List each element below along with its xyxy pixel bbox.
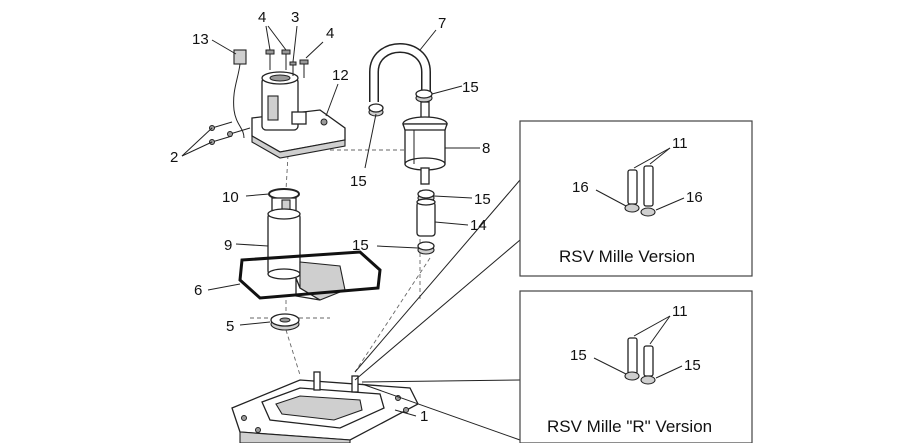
callout-16: 16 — [572, 179, 589, 196]
screws-part-2 — [209, 121, 251, 145]
hose-part-14 — [416, 198, 436, 237]
gasket-part-6 — [238, 250, 382, 300]
fuel-hose-part-7 — [369, 43, 431, 102]
version-label-mille: RSV Mille Version — [559, 247, 695, 266]
callout-15: 15 — [352, 237, 369, 254]
callout-5: 5 — [226, 318, 234, 335]
callout-14: 14 — [470, 217, 487, 234]
callout-2: 2 — [170, 149, 178, 166]
callout-leaders — [181, 25, 521, 441]
fuel-filter-part-8 — [402, 101, 448, 185]
callout-4: 4 — [326, 25, 334, 42]
callout-15: 15 — [570, 347, 587, 364]
callout-15: 15 — [684, 357, 701, 374]
callout-3: 3 — [291, 9, 299, 26]
spacer-part-5 — [270, 313, 300, 331]
callout-labels: 13 4 3 4 12 2 7 15 8 15 15 14 15 10 9 6 … — [170, 9, 712, 436]
hose-pair-icon — [624, 337, 656, 385]
version-box-mille-r — [519, 290, 753, 443]
top-flange-part-12 — [251, 71, 346, 159]
callout-15: 15 — [350, 173, 367, 190]
callout-8: 8 — [482, 140, 490, 157]
callout-16: 16 — [686, 189, 703, 206]
callout-11: 11 — [672, 135, 688, 152]
callout-9: 9 — [224, 237, 232, 254]
callout-1: 1 — [420, 408, 428, 425]
callout-4: 4 — [258, 9, 266, 26]
hose-pair-icon — [624, 165, 656, 217]
callout-13: 13 — [192, 31, 209, 48]
callout-10: 10 — [222, 189, 239, 206]
callout-6: 6 — [194, 282, 202, 299]
callout-15: 15 — [474, 191, 491, 208]
assembly-guide-lines — [250, 149, 431, 376]
fuel-pump-part-9 — [267, 197, 346, 301]
callout-7: 7 — [438, 15, 446, 32]
connector-part-13 — [233, 49, 247, 139]
callout-15: 15 — [462, 79, 479, 96]
callout-11: 11 — [672, 303, 688, 320]
clamps-part-15 — [368, 89, 435, 255]
base-plate-part-1 — [231, 371, 419, 443]
version-box-mille — [519, 120, 753, 277]
version-label-mille-r: RSV Mille "R" Version — [547, 417, 712, 436]
callout-12: 12 — [332, 67, 349, 84]
